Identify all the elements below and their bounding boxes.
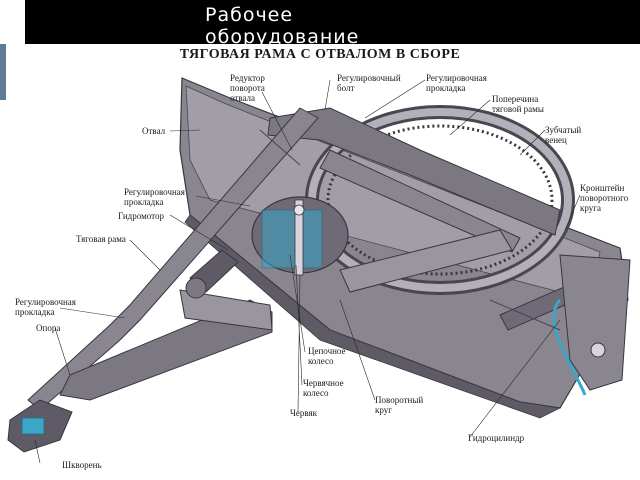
label-hydraulic-cylinder: Гидроцилиндр	[468, 433, 525, 443]
banner-title: Рабочее оборудование	[205, 4, 360, 44]
label-chain-wheel-line1: Цепочное	[308, 346, 346, 356]
kingpin-cyan-insert	[21, 417, 45, 435]
label-shim-top-line1: Регулировочная	[426, 73, 487, 83]
label-ring-gear: Зубчатый венец	[545, 125, 581, 145]
frame-tube-mid	[179, 289, 273, 331]
worm-shaft	[294, 199, 304, 276]
label-shim-low: Регулировочная прокладка	[15, 297, 76, 317]
label-turning-circle-line2: круг	[375, 405, 392, 415]
blade-rib-2	[489, 299, 561, 331]
label-cross-beam-line1: Поперечина	[492, 94, 539, 104]
frame-arm-right	[319, 149, 521, 253]
reducer-cutaway	[261, 209, 323, 269]
label-shim-mid: Регулировочная прокладка	[124, 187, 185, 207]
label-worm: Червяк	[290, 408, 317, 418]
label-reducer-line1: Редуктор	[230, 73, 265, 83]
label-ring-gear-line2: венец	[545, 135, 567, 145]
circle-bracket	[559, 254, 631, 391]
label-reducer-line2: поворота	[230, 83, 265, 93]
header-banner: Рабочее оборудование	[25, 0, 640, 44]
label-worm-wheel-line1: Червячное	[303, 378, 344, 388]
label-shim-top-line2: прокладка	[426, 83, 466, 93]
label-adjusting-bolt: Регулировочный болт	[337, 73, 401, 93]
label-ring-gear-line1: Зубчатый	[545, 125, 582, 135]
label-adjusting-bolt-line2: болт	[337, 83, 355, 93]
label-adjusting-bolt-line1: Регулировочный	[337, 73, 401, 83]
label-shim-low-line2: прокладка	[15, 307, 55, 317]
label-circle-bracket-line1: Кронштейн	[580, 183, 625, 193]
diagram-title: ТЯГОВАЯ РАМА С ОТВАЛОМ В СБОРЕ	[179, 47, 461, 62]
label-chain-wheel: Цепочное колесо	[308, 346, 346, 366]
label-chain-wheel-line2: колесо	[308, 356, 334, 366]
gear-teeth	[326, 124, 554, 276]
left-accent-strip	[0, 44, 6, 100]
label-support: Опора	[36, 323, 61, 333]
cylinder-hose	[552, 298, 587, 396]
frame-lower-beam	[59, 299, 273, 401]
label-worm-wheel-line2: колесо	[303, 388, 329, 398]
bracket-pin	[590, 342, 606, 358]
hydraulic-motor-end	[185, 277, 207, 299]
label-reducer: Редуктор поворота отвала	[230, 73, 265, 103]
label-kingpin: Шкворень	[62, 460, 102, 470]
frame-tube-right	[339, 229, 513, 293]
label-shim-mid-line1: Регулировочная	[124, 187, 185, 197]
label-circle-bracket-line3: круга	[580, 203, 601, 213]
blade-rib-1	[259, 129, 301, 166]
label-worm-wheel: Червячное колесо	[303, 378, 344, 398]
worm-cap	[293, 204, 305, 216]
label-turning-circle-line1: Поворотный	[375, 395, 424, 405]
label-shim-low-line1: Регулировочная	[15, 297, 76, 307]
label-cross-beam: Поперечина тяговой рамы	[492, 94, 544, 114]
label-cross-beam-line2: тяговой рамы	[492, 104, 544, 114]
label-draw-frame: Тяговая рама	[76, 234, 126, 244]
label-shim-mid-line2: прокладка	[124, 197, 164, 207]
label-circle-bracket: Кронштейн поворотного круга	[580, 183, 628, 213]
label-reducer-line3: отвала	[230, 93, 256, 103]
leader-lines	[34, 79, 581, 464]
label-hydraulic-motor: Гидромотор	[118, 211, 164, 221]
label-circle-bracket-line2: поворотного	[580, 193, 629, 203]
label-blade: Отвал	[142, 126, 166, 136]
label-shim-top: Регулировочная прокладка	[426, 73, 487, 93]
label-turning-circle: Поворотный круг	[375, 395, 423, 415]
